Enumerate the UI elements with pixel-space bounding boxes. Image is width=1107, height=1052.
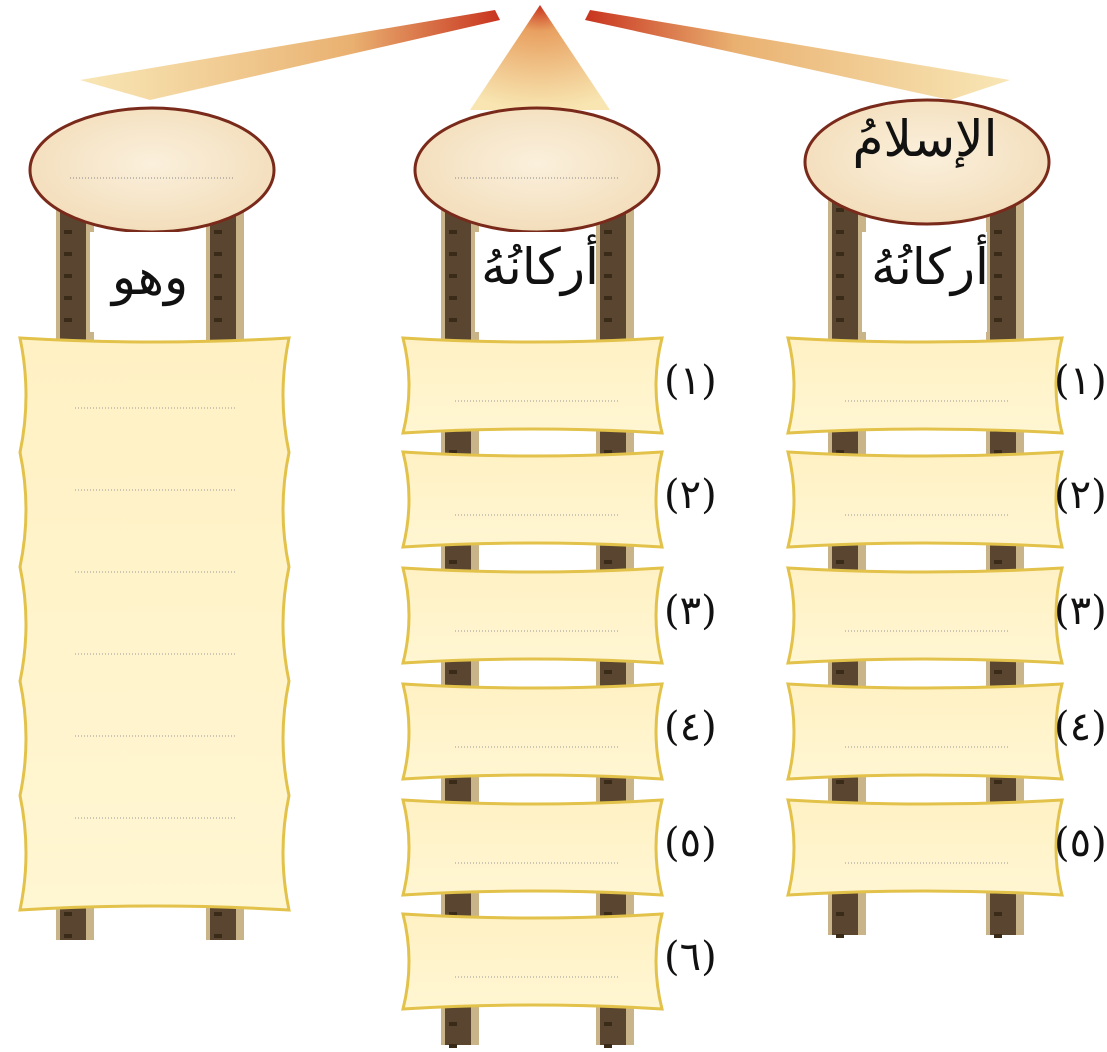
middle-scroll-1 (401, 336, 664, 435)
oval-right (803, 98, 1051, 226)
oval-text-right: الإسلامُ (852, 110, 998, 168)
oval-middle (413, 106, 661, 234)
middle-scroll-5 (401, 798, 664, 897)
right-number-3: (٣) (1054, 588, 1107, 634)
column-label-left: وهو (111, 248, 189, 306)
middle-scroll-4 (401, 682, 664, 781)
right-scroll-1 (786, 336, 1064, 435)
right-scroll-3 (786, 566, 1064, 665)
right-number-2: (٢) (1054, 472, 1107, 518)
right-scroll-5 (786, 798, 1064, 897)
right-number-5: (٥) (1054, 820, 1107, 866)
right-scroll-2 (786, 450, 1064, 549)
middle-number-5: (٥) (664, 820, 717, 866)
middle-scroll-2 (401, 450, 664, 549)
middle-label-bg (475, 232, 595, 332)
middle-number-1: (١) (664, 358, 717, 404)
left-beam (80, 10, 500, 100)
middle-scroll-6 (401, 912, 664, 1011)
right-number-1: (١) (1054, 358, 1107, 404)
right-scroll-4 (786, 682, 1064, 781)
middle-number-2: (٢) (664, 472, 717, 518)
right-label-bg (862, 232, 987, 332)
middle-scroll-3 (401, 566, 664, 665)
middle-number-6: (٦) (664, 934, 717, 980)
column-label-right: أركانُهُ (871, 238, 989, 296)
right-number-4: (٤) (1054, 704, 1107, 750)
column-label-middle: أركانُهُ (481, 238, 599, 296)
left-label-bg (90, 232, 205, 332)
oval-left (28, 106, 276, 234)
middle-number-3: (٣) (664, 588, 717, 634)
middle-number-4: (٤) (664, 704, 717, 750)
left-big-scroll (18, 336, 291, 912)
center-beam (470, 5, 610, 110)
right-beam (585, 10, 1010, 100)
